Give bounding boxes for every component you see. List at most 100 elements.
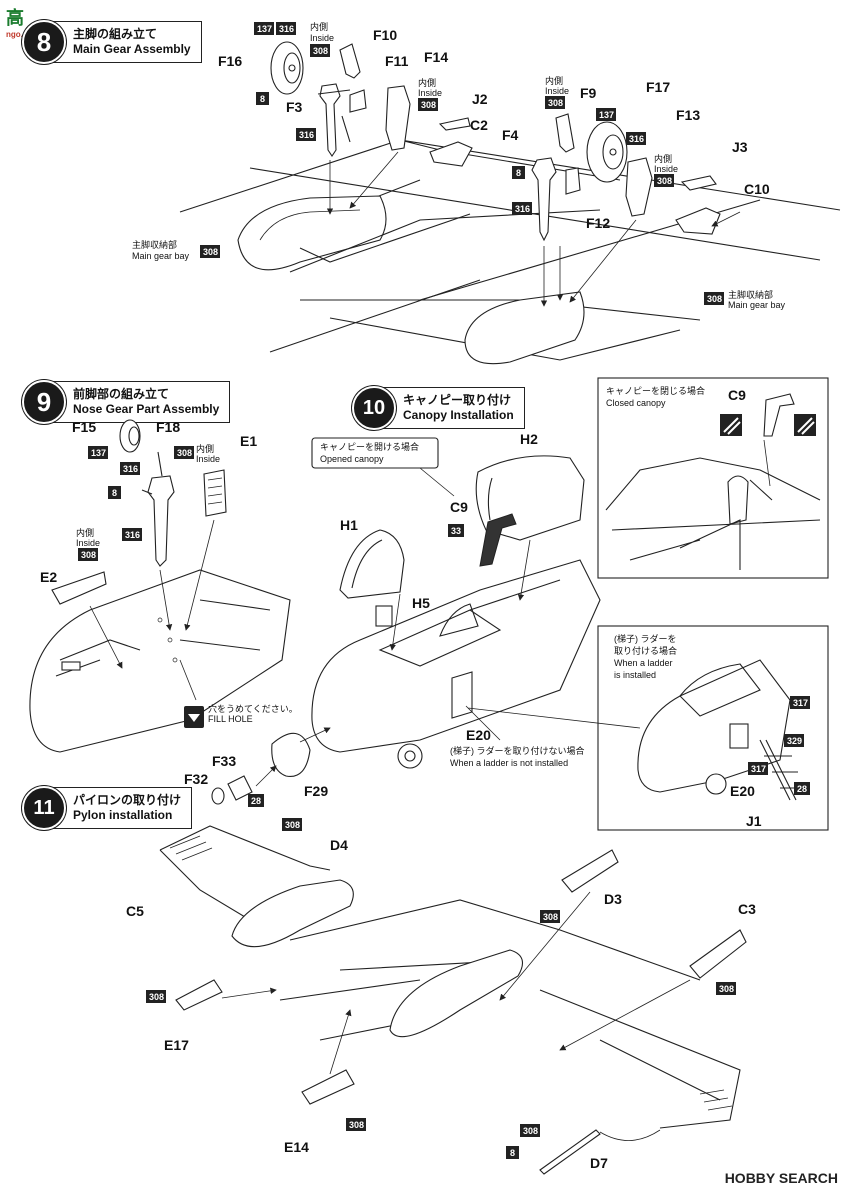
step-title-en: Nose Gear Part Assembly bbox=[73, 402, 220, 416]
step-title-jp: 前脚部の組み立て bbox=[73, 387, 170, 401]
color-code: 316 bbox=[296, 128, 316, 141]
note-inside-en: Inside bbox=[418, 88, 442, 98]
part-label: C5 bbox=[126, 903, 144, 919]
color-code-label: 317 bbox=[793, 698, 808, 708]
color-code-label: 308 bbox=[719, 984, 734, 994]
step-number: 10 bbox=[352, 386, 396, 430]
note-opened-jp: キャノピーを開ける場合 bbox=[320, 441, 419, 452]
note-bay-en: Main gear bay bbox=[132, 251, 190, 261]
note-bay-jp: 主脚収納部 bbox=[132, 239, 177, 250]
part-label: F9 bbox=[580, 85, 597, 101]
part-label: D4 bbox=[330, 837, 348, 853]
color-code: 137 bbox=[88, 446, 108, 459]
part-label: F16 bbox=[218, 53, 242, 69]
color-code-label: 137 bbox=[91, 448, 106, 458]
color-code-label: 8 bbox=[510, 1148, 515, 1158]
part-label: C10 bbox=[744, 181, 770, 197]
part-label: E20 bbox=[466, 727, 491, 743]
step-title-jp: キャノピー取り付け bbox=[403, 393, 512, 407]
color-code-label: 308 bbox=[285, 820, 300, 830]
color-code: 33 bbox=[448, 524, 464, 537]
step-10-illustration bbox=[211, 377, 829, 831]
part-label: E17 bbox=[164, 1037, 189, 1053]
step-title-en: Pylon installation bbox=[73, 808, 173, 822]
part-label: F4 bbox=[502, 127, 519, 143]
color-code: 316 bbox=[626, 132, 646, 145]
part-label: F15 bbox=[72, 419, 96, 435]
note-inside-jp: 内側 bbox=[76, 527, 94, 538]
watermark-hobbysearch: HOBBY SEARCH bbox=[724, 1170, 838, 1186]
color-code-label: 329 bbox=[787, 736, 802, 746]
color-code-label: 28 bbox=[251, 796, 261, 806]
color-code: 308 bbox=[346, 1118, 366, 1131]
color-code-label: 308 bbox=[177, 448, 192, 458]
part-label: H2 bbox=[520, 431, 538, 447]
color-code: 308 bbox=[716, 982, 736, 995]
color-code: 28 bbox=[248, 794, 264, 807]
note-bay-jp: 主脚収納部 bbox=[728, 289, 773, 300]
note-inside-en: Inside bbox=[310, 33, 334, 43]
color-code: 8 bbox=[512, 166, 525, 179]
part-label: E20 bbox=[730, 783, 755, 799]
note-closed-jp: キャノピーを閉じる場合 bbox=[606, 385, 705, 396]
note-ladder-en: When a ladder bbox=[614, 658, 673, 668]
part-label: C2 bbox=[470, 117, 488, 133]
note-inside-en: Inside bbox=[654, 164, 678, 174]
step-title-jp: 主脚の組み立て bbox=[73, 27, 158, 41]
part-label: F10 bbox=[373, 27, 397, 43]
part-label: E1 bbox=[240, 433, 257, 449]
color-code: 308 bbox=[146, 990, 166, 1003]
color-code-label: 28 bbox=[797, 784, 807, 794]
color-code: 316 bbox=[122, 528, 142, 541]
part-label: F29 bbox=[304, 783, 328, 799]
note-inside-jp: 内側 bbox=[310, 21, 328, 32]
color-code: 329 bbox=[784, 734, 804, 747]
part-label: J1 bbox=[746, 813, 762, 829]
step-number: 11 bbox=[22, 786, 66, 830]
color-code-label: 137 bbox=[599, 110, 614, 120]
color-code: 308 bbox=[282, 818, 302, 831]
note-inside-jp: 内側 bbox=[418, 77, 436, 88]
part-label: J3 bbox=[732, 139, 748, 155]
part-label: C9 bbox=[728, 387, 746, 403]
color-code: 8 bbox=[256, 92, 269, 105]
color-code-label: 308 bbox=[203, 247, 218, 257]
step-11-illustration bbox=[159, 825, 747, 1175]
color-code-label: 317 bbox=[751, 764, 766, 774]
step-title-jp: パイロンの取り付け bbox=[73, 793, 182, 807]
note-inside-en: Inside bbox=[545, 86, 569, 96]
color-code-label: 316 bbox=[515, 204, 530, 214]
note-ladder-en: is installed bbox=[614, 670, 656, 680]
part-label: D3 bbox=[604, 891, 622, 907]
color-code: 308 bbox=[200, 245, 220, 258]
color-code: 317 bbox=[790, 696, 810, 709]
part-label: F32 bbox=[184, 771, 208, 787]
color-code: 28 bbox=[794, 782, 810, 795]
color-code-label: 308 bbox=[313, 46, 328, 56]
step-9-illustration bbox=[29, 419, 291, 753]
note-noladder-en: When a ladder is not installed bbox=[450, 758, 568, 768]
color-code-label: 316 bbox=[125, 530, 140, 540]
note-inside-en: Inside bbox=[76, 538, 100, 548]
color-code-label: 316 bbox=[299, 130, 314, 140]
part-label: J2 bbox=[472, 91, 488, 107]
part-label: C9 bbox=[450, 499, 468, 515]
part-label: F11 bbox=[385, 53, 409, 69]
color-code-label: 308 bbox=[543, 912, 558, 922]
color-code: 316 bbox=[120, 462, 140, 475]
step-title-en: Main Gear Assembly bbox=[73, 42, 191, 56]
note-inside-jp: 内側 bbox=[196, 443, 214, 454]
part-label: F18 bbox=[156, 419, 180, 435]
part-label: F12 bbox=[586, 215, 610, 231]
note-fill-jp: 穴をうめてください。 bbox=[208, 703, 298, 714]
color-code: 308 bbox=[545, 96, 565, 109]
color-code: 308 bbox=[174, 446, 194, 459]
color-code: 316 bbox=[276, 22, 296, 35]
color-code: 8 bbox=[108, 486, 121, 499]
color-code: 137 bbox=[254, 22, 274, 35]
color-code: 316 bbox=[512, 202, 532, 215]
color-code-label: 308 bbox=[421, 100, 436, 110]
